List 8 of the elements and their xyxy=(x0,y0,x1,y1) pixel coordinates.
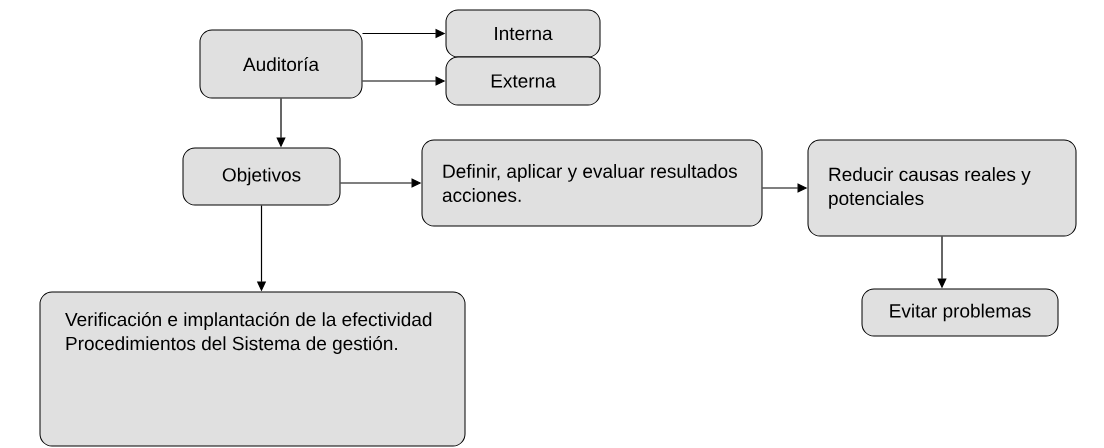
rounded-box: Evitar problemas xyxy=(861,288,1059,337)
rounded-box: Verificación e implantación de la efectividad Procedimientos del Sistema de gestión. xyxy=(39,291,466,447)
rounded-box: Interna xyxy=(445,9,601,58)
rounded-box: Reducir causas reales y potenciales xyxy=(807,139,1077,237)
rounded-box: Objetivos xyxy=(182,147,341,206)
rounded-box: Definir, aplicar y evaluar resultados acciones. xyxy=(421,139,763,227)
rounded-box: Externa xyxy=(445,56,601,106)
rounded-box: Auditoría xyxy=(199,29,363,99)
